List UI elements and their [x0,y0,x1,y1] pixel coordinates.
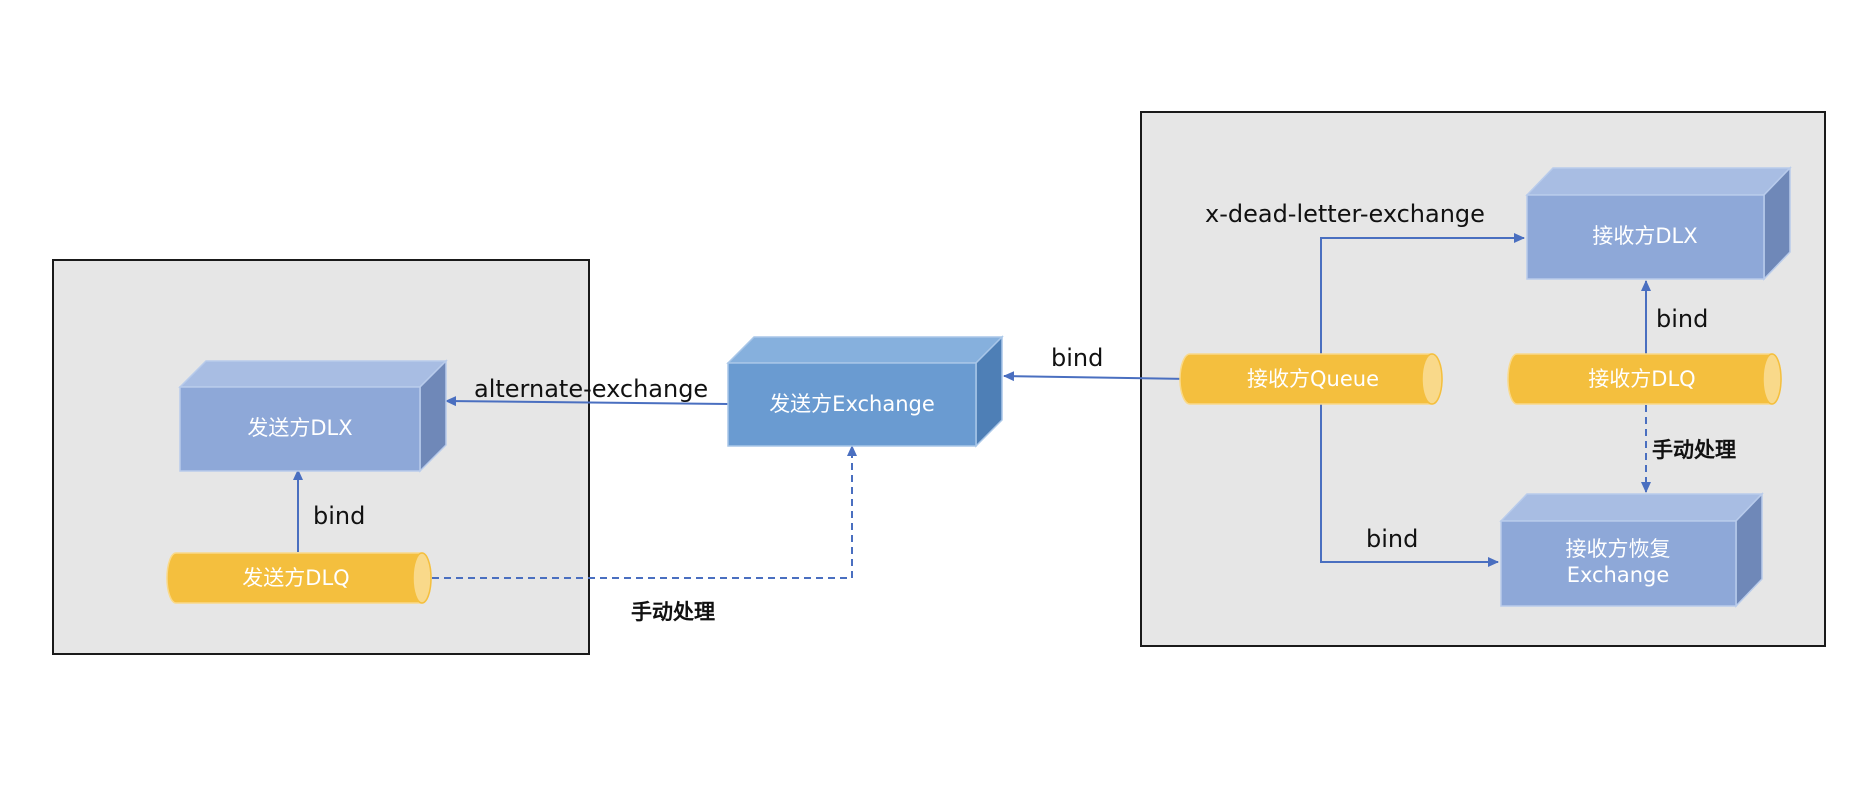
receiver-recovery-label-line1: 接收方恢复 [1566,537,1671,561]
receiver-queue-label: 接收方Queue [1247,367,1379,391]
sender-manual-label: 手动处理 [631,600,715,624]
3d-box-icon [1525,166,1792,281]
receiver-recovery-exchange-box: 接收方恢复 Exchange [1499,492,1764,608]
receiver-dlx-box: 接收方DLX [1525,166,1792,281]
receiver-dlq-queue: 接收方DLQ [1507,353,1782,405]
recovery-bind-label: bind [1366,525,1418,553]
receiver-dlq-label: 接收方DLQ [1588,367,1695,391]
receiver-manual-label: 手动处理 [1652,438,1736,462]
alternate-exchange-arrow [445,396,729,407]
sender-dlq-label: 发送方DLQ [242,566,349,590]
receiver-queue-bind-arrow [1003,371,1191,382]
3d-box-icon [1499,492,1764,608]
3d-box-icon [726,335,1004,448]
receiver-dlq-bind-label: bind [1656,305,1708,333]
recovery-bind-arrow [1320,404,1499,567]
receiver-recovery-label-line2: Exchange [1567,563,1670,587]
sender-dlx-label: 发送方DLX [247,416,352,440]
3d-box-icon [178,359,448,473]
sender-dlq-bind-label: bind [313,502,365,530]
dead-letter-exchange-arrow [1320,233,1525,354]
dead-letter-exchange-label: x-dead-letter-exchange [1205,200,1485,228]
cylinder-icon [1507,353,1782,405]
sender-dlx-box: 发送方DLX [178,359,448,473]
sender-exchange-label: 发送方Exchange [769,392,935,416]
receiver-dlx-label: 接收方DLX [1592,224,1697,248]
alternate-exchange-label: alternate-exchange [474,375,708,403]
sender-dlq-queue: 发送方DLQ [166,552,432,604]
cylinder-icon [1179,353,1443,405]
sender-exchange-box: 发送方Exchange [726,335,1004,448]
receiver-queue: 接收方Queue [1179,353,1443,405]
cylinder-icon [166,552,432,604]
sender-manual-arrow [432,445,857,579]
receiver-queue-bind-label: bind [1051,344,1103,372]
